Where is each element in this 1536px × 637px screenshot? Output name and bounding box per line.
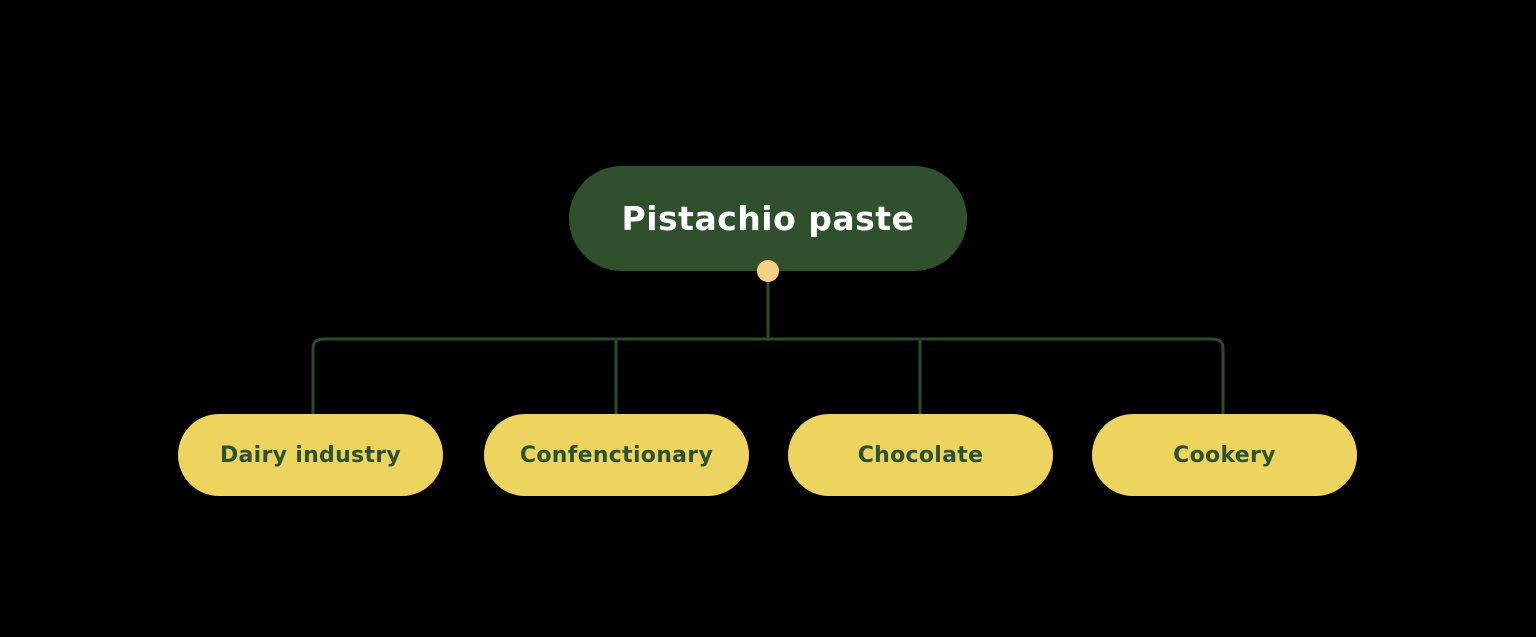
- child-node-chocolate: Chocolate: [788, 414, 1053, 496]
- child-node-confenctionary: Confenctionary: [484, 414, 749, 496]
- connector-horizontal-rail: [311, 337, 1225, 414]
- child-node-label: Chocolate: [857, 442, 984, 468]
- root-node-label: Pistachio paste: [621, 199, 915, 238]
- root-connector-dot: [757, 260, 779, 282]
- child-node-label: Confenctionary: [519, 442, 714, 468]
- child-node-label: Cookery: [1173, 442, 1276, 468]
- child-node-label: Dairy industry: [219, 442, 402, 468]
- child-node-cookery: Cookery: [1092, 414, 1357, 496]
- child-node-dairy-industry: Dairy industry: [178, 414, 443, 496]
- root-node-pistachio-paste: Pistachio paste: [569, 166, 967, 271]
